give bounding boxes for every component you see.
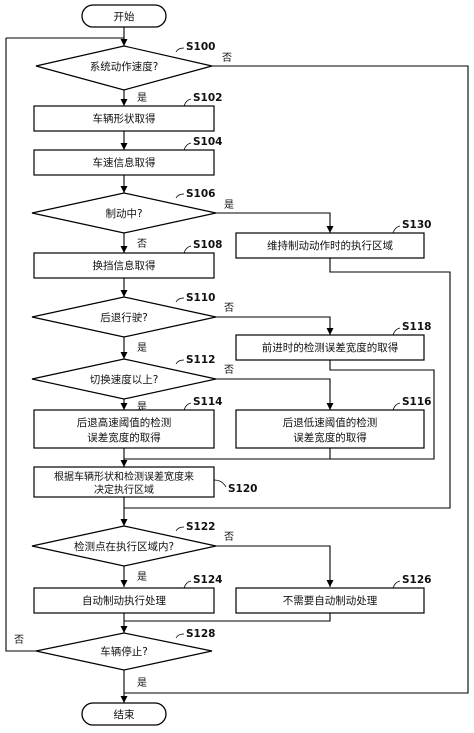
process-s104: 车速信息取得 S104 <box>33 136 222 176</box>
process-s124: 自动制动执行处理 S124 <box>33 574 222 614</box>
s128-label: 车辆停止? <box>100 645 148 658</box>
edge-s126-out <box>124 613 331 622</box>
s120-label-line2: 决定执行区域 <box>94 483 154 496</box>
s112-label: 切换速度以上? <box>90 373 159 386</box>
start-terminal: 开始 <box>81 4 167 28</box>
s106-no-label: 否 <box>137 238 147 250</box>
s128-no-label: 否 <box>14 634 24 646</box>
process-s130: 维持制动动作时的执行区域 S130 <box>235 219 431 259</box>
s106-label: 制动中? <box>105 207 142 220</box>
s102-step: S102 <box>193 92 222 104</box>
s100-yes-label: 是 <box>137 92 147 104</box>
process-s116: 后退低速阈值的检测 误差宽度的取得 S116 <box>235 396 431 449</box>
s122-step: S122 <box>186 521 215 533</box>
edge-s110-no <box>216 316 334 335</box>
s110-yes-label: 是 <box>137 342 147 354</box>
edge-s106-yes <box>216 212 334 233</box>
edge-s128-no <box>5 38 36 652</box>
s120-label-line1: 根据车辆形状和检测误差宽度来 <box>54 470 194 483</box>
s102-label: 车辆形状取得 <box>93 112 156 125</box>
decision-s106: 制动中? S106 <box>31 188 217 234</box>
start-label: 开始 <box>114 10 135 23</box>
s100-label: 系统动作速度? <box>90 60 159 73</box>
end-label: 结束 <box>114 708 135 721</box>
end-terminal: 结束 <box>81 702 167 726</box>
s124-label: 自动制动执行处理 <box>82 594 166 607</box>
s118-step: S118 <box>402 321 431 333</box>
edge-s100-no <box>124 65 469 694</box>
s114-step: S114 <box>193 396 222 408</box>
s110-step: S110 <box>186 292 215 304</box>
s116-label-line2: 误差宽度的取得 <box>293 431 367 444</box>
s126-label: 不需要自动制动处理 <box>283 594 378 607</box>
s116-label-line1: 后退低速阈值的检测 <box>283 416 378 429</box>
edge-s112-no <box>216 378 334 410</box>
edge-s118-out <box>124 360 435 460</box>
s128-step: S128 <box>186 628 215 640</box>
s128-yes-label: 是 <box>137 677 147 689</box>
nodes: 开始 系统动作速度? S100 车辆形状取得 S102 车速信息取得 S104 … <box>31 4 431 726</box>
s108-step: S108 <box>193 239 222 251</box>
s130-label: 维持制动动作时的执行区域 <box>267 239 393 252</box>
process-s108: 换挡信息取得 S108 <box>33 239 222 279</box>
edge-s122-no <box>216 545 334 587</box>
s106-step: S106 <box>186 188 215 200</box>
s124-step: S124 <box>193 574 222 586</box>
process-s114: 后退高速阈值的检测 误差宽度的取得 S114 <box>33 396 222 449</box>
process-s102: 车辆形状取得 S102 <box>33 92 222 132</box>
s110-no-label: 否 <box>224 302 234 314</box>
process-s126: 不需要自动制动处理 S126 <box>235 574 431 614</box>
s130-step: S130 <box>402 219 431 231</box>
s118-label: 前进时的检测误差宽度的取得 <box>262 341 399 354</box>
s108-label: 换挡信息取得 <box>93 259 156 272</box>
s122-label: 检测点在执行区域内? <box>74 540 174 553</box>
decision-s112: 切换速度以上? S112 <box>31 354 217 400</box>
decision-s110: 后退行驶? S110 <box>31 292 217 338</box>
s106-yes-label: 是 <box>224 199 234 211</box>
edges <box>5 27 469 703</box>
process-s120: 根据车辆形状和检测误差宽度来 决定执行区域 S120 <box>33 466 257 498</box>
s120-step: S120 <box>228 483 257 495</box>
edge-labels: 否 是 是 否 否 是 否 是 否 是 否 是 <box>14 52 234 689</box>
decision-s100: 系统动作速度? S100 <box>35 41 215 91</box>
s116-step: S116 <box>402 396 431 408</box>
s104-label: 车速信息取得 <box>93 156 156 169</box>
s110-label: 后退行驶? <box>100 311 148 324</box>
s114-label-line1: 后退高速阈值的检测 <box>77 416 172 429</box>
s112-yes-label: 是 <box>137 401 147 413</box>
decision-s122: 检测点在执行区域内? S122 <box>31 521 217 567</box>
s114-label-line2: 误差宽度的取得 <box>87 431 161 444</box>
s126-step: S126 <box>402 574 431 586</box>
s122-yes-label: 是 <box>137 571 147 583</box>
process-s118: 前进时的检测误差宽度的取得 S118 <box>235 321 431 361</box>
edge-s130-out <box>124 258 451 509</box>
s122-no-label: 否 <box>224 531 234 543</box>
s100-step: S100 <box>186 41 215 53</box>
s112-no-label: 否 <box>224 364 234 376</box>
s100-no-label: 否 <box>222 52 232 64</box>
s112-step: S112 <box>186 354 215 366</box>
decision-s128: 车辆停止? S128 <box>35 628 215 671</box>
s104-step: S104 <box>193 136 222 148</box>
